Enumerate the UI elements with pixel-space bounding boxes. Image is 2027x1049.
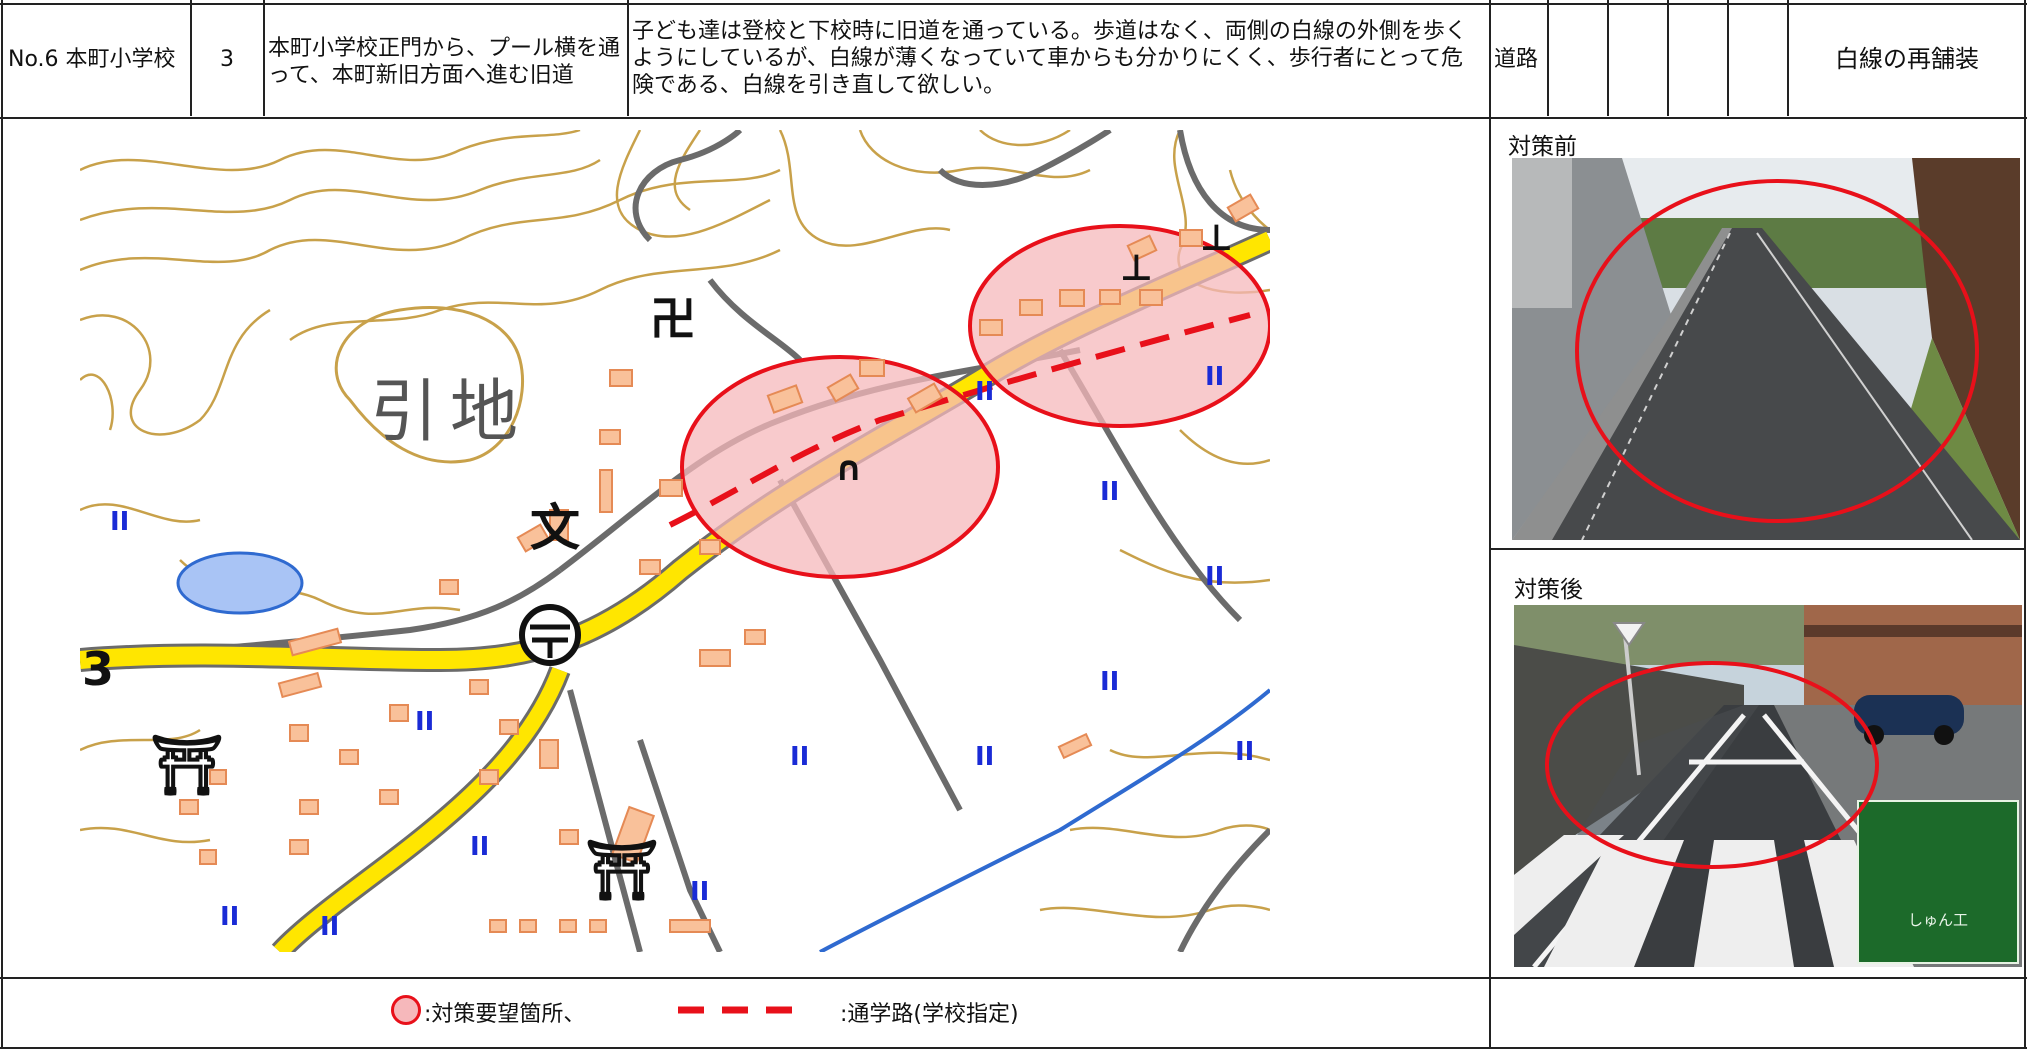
legend-route-label: :通学路(学校指定) (840, 1002, 1019, 1027)
legend-circle-label: :対策要望箇所、 (424, 1002, 586, 1027)
svg-text:II: II (1235, 737, 1254, 767)
col-divider-main (1489, 0, 1491, 1049)
svg-text:II: II (470, 832, 489, 862)
col-divider-7 (1727, 0, 1729, 116)
svg-text:II: II (415, 707, 434, 737)
hill-outline (334, 305, 525, 464)
svg-text:II: II (1205, 362, 1224, 392)
highlight-area-1 (680, 355, 1000, 579)
shrine-symbol-2: ⛩ (585, 836, 659, 904)
school-route (668, 312, 1251, 528)
category-cell: 道路 (1494, 47, 1539, 72)
cemetery-symbol-2: ⊥ (1200, 218, 1233, 259)
post-office-symbol (519, 604, 581, 666)
svg-text:II: II (1100, 477, 1119, 507)
col-divider-1 (190, 0, 192, 116)
place-name-hikiji: 引地 (370, 373, 530, 452)
after-photo: しゅん工 (1514, 605, 2022, 967)
svg-text:II: II (320, 912, 339, 942)
topographic-map: 引地 3 卍 文 ⛩ ⛩ ∩ ⊥ ⊥ II II II II II II II … (80, 130, 1270, 952)
before-label: 対策前 (1508, 134, 1577, 160)
col-divider-4 (1547, 0, 1549, 116)
svg-text:II: II (220, 902, 239, 932)
after-label: 対策後 (1514, 577, 1583, 603)
before-photo (1512, 158, 2020, 540)
table-border-right (2024, 0, 2026, 1049)
shrine-symbol-1: ⛩ (150, 731, 224, 799)
col-divider-3 (627, 0, 629, 116)
temple-symbol: 卍 (650, 292, 696, 346)
table-border-bottom (0, 1047, 2027, 1049)
legend-circle-swatch (391, 995, 421, 1025)
table-border-row2 (0, 977, 2027, 979)
svg-text:II: II (1100, 667, 1119, 697)
river (819, 688, 1270, 952)
table-border-left (1, 0, 3, 1049)
map-symbols: 卍 文 ⛩ ⛩ ∩ ⊥ ⊥ (150, 218, 1233, 904)
construction-sign (1857, 800, 2019, 964)
svg-text:II: II (975, 742, 994, 772)
location-cell: 本町小学校正門から、プール横を通って、本町新旧方面へ進む旧道 (268, 36, 621, 88)
sign-text: しゅん工 (1908, 911, 1968, 929)
rice-field-symbols: II II II II II II II II II II II II II I… (110, 362, 1254, 942)
svg-text:II: II (690, 877, 709, 907)
cemetery-symbol: ⊥ (1120, 248, 1153, 289)
number-cell: 3 (220, 47, 234, 72)
measure-cell: 白線の再舗装 (1835, 45, 1979, 73)
monument-symbol: ∩ (835, 449, 863, 489)
svg-text:II: II (975, 377, 994, 407)
col-divider-2 (263, 0, 265, 116)
route-number: 3 (82, 642, 114, 696)
after-highlight-circle (1545, 661, 1879, 869)
pond (176, 551, 304, 615)
col-divider-8 (1787, 0, 1789, 116)
svg-text:II: II (110, 507, 129, 537)
highlight-area-2 (968, 224, 1270, 428)
description-cell: 子ども達は登校と下校時に旧道を通っている。歩道はなく、両側の白線の外側を歩くよう… (632, 19, 1467, 98)
before-highlight-circle (1575, 179, 1979, 523)
legend-route-swatch (678, 1006, 803, 1014)
col-divider-6 (1667, 0, 1669, 116)
buildings (179, 193, 1260, 933)
col-divider-5 (1607, 0, 1609, 116)
photo-divider (1490, 548, 2025, 550)
table-border-top (0, 3, 2027, 5)
table-border-row1 (0, 117, 2027, 119)
svg-text:II: II (790, 742, 809, 772)
school-symbol: 文 (530, 499, 580, 557)
svg-text:II: II (1205, 562, 1224, 592)
school-cell: No.6 本町小学校 (8, 47, 176, 72)
